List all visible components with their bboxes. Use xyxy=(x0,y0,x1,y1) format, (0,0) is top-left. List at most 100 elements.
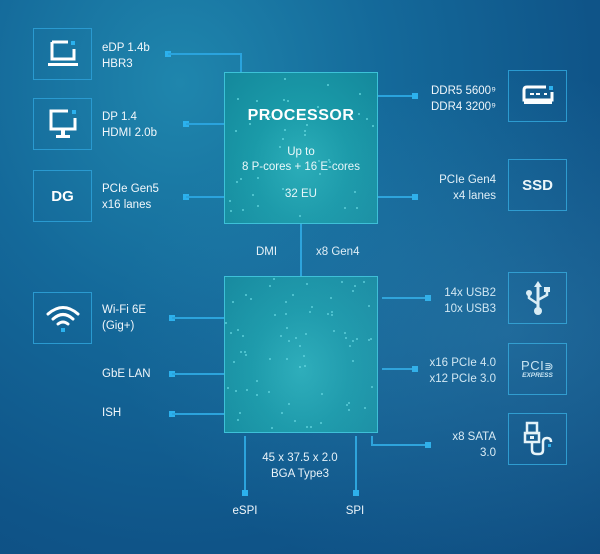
pcie-gen4-connector-dot xyxy=(412,194,418,200)
dg-icon-box: DG xyxy=(33,170,92,222)
dmi-label: DMI xyxy=(256,246,278,258)
chip-speckle xyxy=(225,322,227,324)
pcie-gen5-line xyxy=(186,196,224,198)
chip-speckle xyxy=(363,281,365,283)
package-line1: 45 x 37.5 x 2.0 xyxy=(262,452,338,464)
chip-speckle xyxy=(257,177,259,179)
chip-speckle xyxy=(230,332,232,334)
chip-speckle xyxy=(344,207,346,209)
chip-speckle xyxy=(371,386,373,388)
chip-speckle xyxy=(280,335,282,337)
chip-speckle xyxy=(305,333,307,335)
chip-speckle xyxy=(292,294,294,296)
package-label: 45 x 37.5 x 2.0 BGA Type3 xyxy=(250,450,350,482)
sata-line-vertical xyxy=(371,436,373,445)
chip-speckle xyxy=(229,200,231,202)
chip-speckle xyxy=(321,393,323,395)
chip-speckle xyxy=(364,407,366,409)
chip-speckle xyxy=(282,188,284,190)
espi-connector-dot xyxy=(242,490,248,496)
pcie-gen4-line1: PCIe Gen4 xyxy=(439,174,496,186)
chip-speckle xyxy=(282,138,284,140)
chip-speckle xyxy=(306,283,308,285)
chip-speckle xyxy=(283,99,285,101)
wifi-line2: (Gig+) xyxy=(102,320,135,332)
chip-speckle xyxy=(309,311,311,313)
chip-speckle xyxy=(273,278,275,280)
processor-title: PROCESSOR xyxy=(247,107,355,124)
gbe-lan-label: GbE LAN xyxy=(102,368,151,380)
pcie-gen5-line2: x16 lanes xyxy=(102,199,152,211)
chip-speckle xyxy=(352,340,354,342)
chip-speckle xyxy=(304,130,306,132)
chip-speckle xyxy=(269,116,271,118)
spi-connector-dot xyxy=(353,490,359,496)
spi-label: SPI xyxy=(345,505,365,517)
chip-speckle xyxy=(242,335,244,337)
usb-icon-box xyxy=(508,272,567,324)
memory-label: DDR5 5600⁹ DDR4 3200⁹ xyxy=(431,83,496,115)
laptop-icon-box xyxy=(33,28,92,80)
memory-device-icon xyxy=(522,85,553,104)
chip-speckle xyxy=(271,427,273,429)
sata-icon xyxy=(523,421,552,456)
chip-speckle xyxy=(284,129,286,131)
chip-speckle xyxy=(252,194,254,196)
chip-speckle xyxy=(257,205,259,207)
chip-speckle xyxy=(233,361,235,363)
memory-line1: DDR5 5600⁹ xyxy=(430,85,496,97)
pcie-chipset-line1: x16 PCIe 4.0 xyxy=(429,357,496,369)
chip-speckle xyxy=(348,402,350,404)
chip-speckle xyxy=(286,327,288,329)
chip-speckle xyxy=(295,337,297,339)
chip-speckle xyxy=(354,285,356,287)
chip-speckle xyxy=(354,191,356,193)
pcie-gen4-line2: x4 lanes xyxy=(453,190,496,202)
chip-speckle xyxy=(370,338,372,340)
chip-speckle xyxy=(250,298,252,300)
chip-speckle xyxy=(281,412,283,414)
dp-line1: DP 1.4 xyxy=(102,111,137,123)
processor-graphics: 32 EU xyxy=(285,188,317,200)
chip-speckle xyxy=(268,391,270,393)
chip-speckle xyxy=(240,178,242,180)
chip-speckle xyxy=(368,305,370,307)
chip-speckle xyxy=(310,426,312,428)
dp-line xyxy=(186,123,224,125)
chip-speckle xyxy=(304,134,306,136)
chip-speckle xyxy=(246,389,248,391)
chip-speckle xyxy=(236,181,238,183)
chip-speckle xyxy=(237,98,239,100)
espi-label: eSPI xyxy=(232,505,258,517)
chip-speckle xyxy=(245,294,247,296)
chip-speckle xyxy=(306,426,308,428)
memory-line2: DDR4 3200⁹ xyxy=(430,101,496,113)
chip-speckle xyxy=(368,339,370,341)
chip-speckle xyxy=(349,345,351,347)
chip-speckle xyxy=(245,354,247,356)
processor-chip: PROCESSOR Up to 8 P-cores + 16 E-cores 3… xyxy=(224,72,378,224)
chip-speckle xyxy=(279,146,281,148)
chip-speckle xyxy=(269,285,271,287)
chip-speckle xyxy=(348,409,350,411)
chip-speckle xyxy=(299,215,301,217)
sata-connector-dot xyxy=(425,442,431,448)
sata-line1: x8 SATA xyxy=(452,431,496,443)
chip-speckle xyxy=(242,209,244,211)
pcie-gen5-label: PCIe Gen5 x16 lanes xyxy=(102,181,159,213)
pcie-gen4-label: PCIe Gen4 x4 lanes xyxy=(439,172,496,204)
chip-speckle xyxy=(237,419,239,421)
usb-line1: 14x USB2 xyxy=(444,287,496,299)
ish-label: ISH xyxy=(102,407,122,419)
chip-speckle xyxy=(256,394,258,396)
chip-speckle xyxy=(319,173,321,175)
usb-label: 14x USB2 10x USB3 xyxy=(444,285,496,317)
dmi-lanes-label: x8 Gen4 xyxy=(316,246,360,258)
chip-speckle xyxy=(288,340,290,342)
memory-line xyxy=(378,95,413,97)
chip-speckle xyxy=(288,403,290,405)
chip-speckle xyxy=(345,337,347,339)
espi-line xyxy=(244,436,246,491)
wifi-line1: Wi-Fi 6E xyxy=(102,304,147,316)
